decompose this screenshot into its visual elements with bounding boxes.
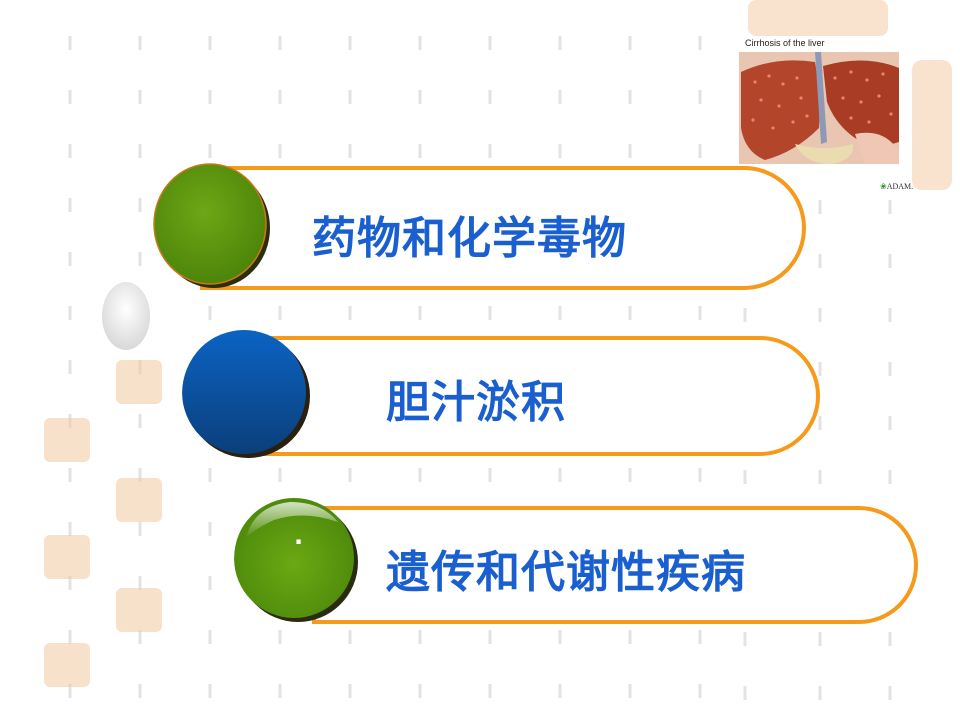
item-label-1: 药物和化学毒物 xyxy=(312,213,627,264)
item-box-1 xyxy=(200,166,806,290)
figure-credit-text: ADAM. xyxy=(886,182,914,191)
item-box-2 xyxy=(264,336,820,456)
figure-caption: Cirrhosis of the liver xyxy=(745,38,825,48)
green-circle-icon xyxy=(153,163,270,288)
blue-circle-icon xyxy=(182,330,310,458)
item-box-3 xyxy=(312,506,918,624)
green-glossy-circle-icon xyxy=(234,498,358,622)
item-label-2: 胆汁淤积 xyxy=(386,377,566,428)
figure-credit: ❀ADAM. xyxy=(880,182,913,191)
liver-illustration xyxy=(739,52,899,164)
item-marker-3: · xyxy=(294,528,305,556)
adam-logo-icon: ❀ xyxy=(880,182,887,191)
item-label-3: 遗传和代谢性疾病 xyxy=(386,547,746,598)
